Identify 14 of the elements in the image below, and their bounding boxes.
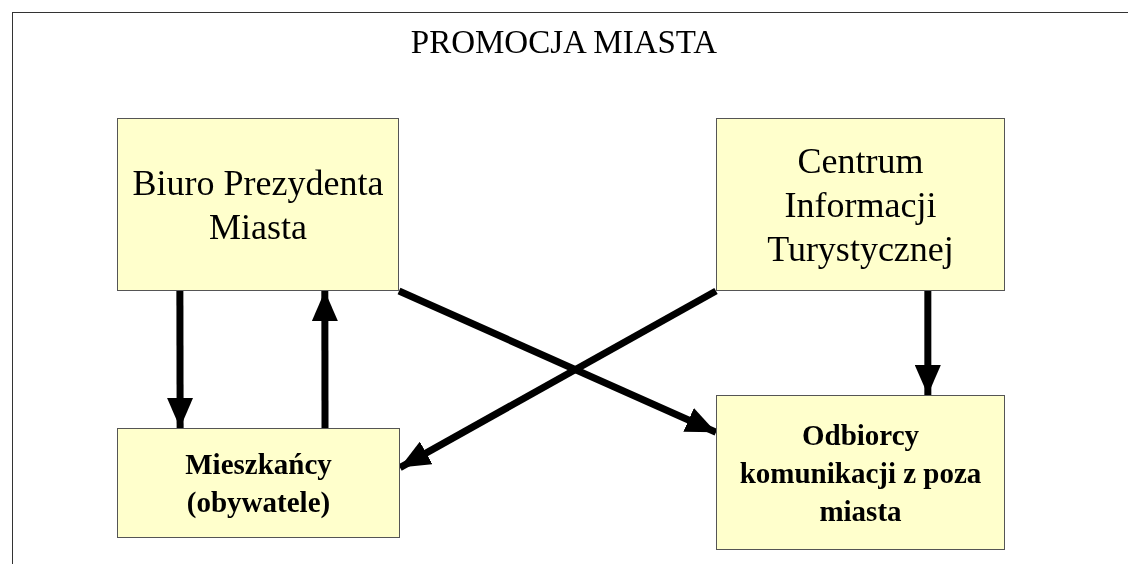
title: PROMOCJA MIASTA [409,23,719,62]
arrow [914,291,941,395]
arrow [311,291,338,428]
process-box [117,428,400,538]
process-box [716,118,1005,291]
arrow [397,287,718,436]
box-label: Centrum Informacji Turystycznej [766,139,955,271]
box-label: Biuro Prezydenta Miasta [131,161,385,249]
process-box [716,395,1005,550]
box-label: Odbiorcy komunikacji z poza miasta [738,417,983,529]
arrow [398,287,718,471]
box-label: Mieszkańcy (obywatele) [184,447,333,520]
process-box [117,118,399,291]
arrow [167,291,194,428]
